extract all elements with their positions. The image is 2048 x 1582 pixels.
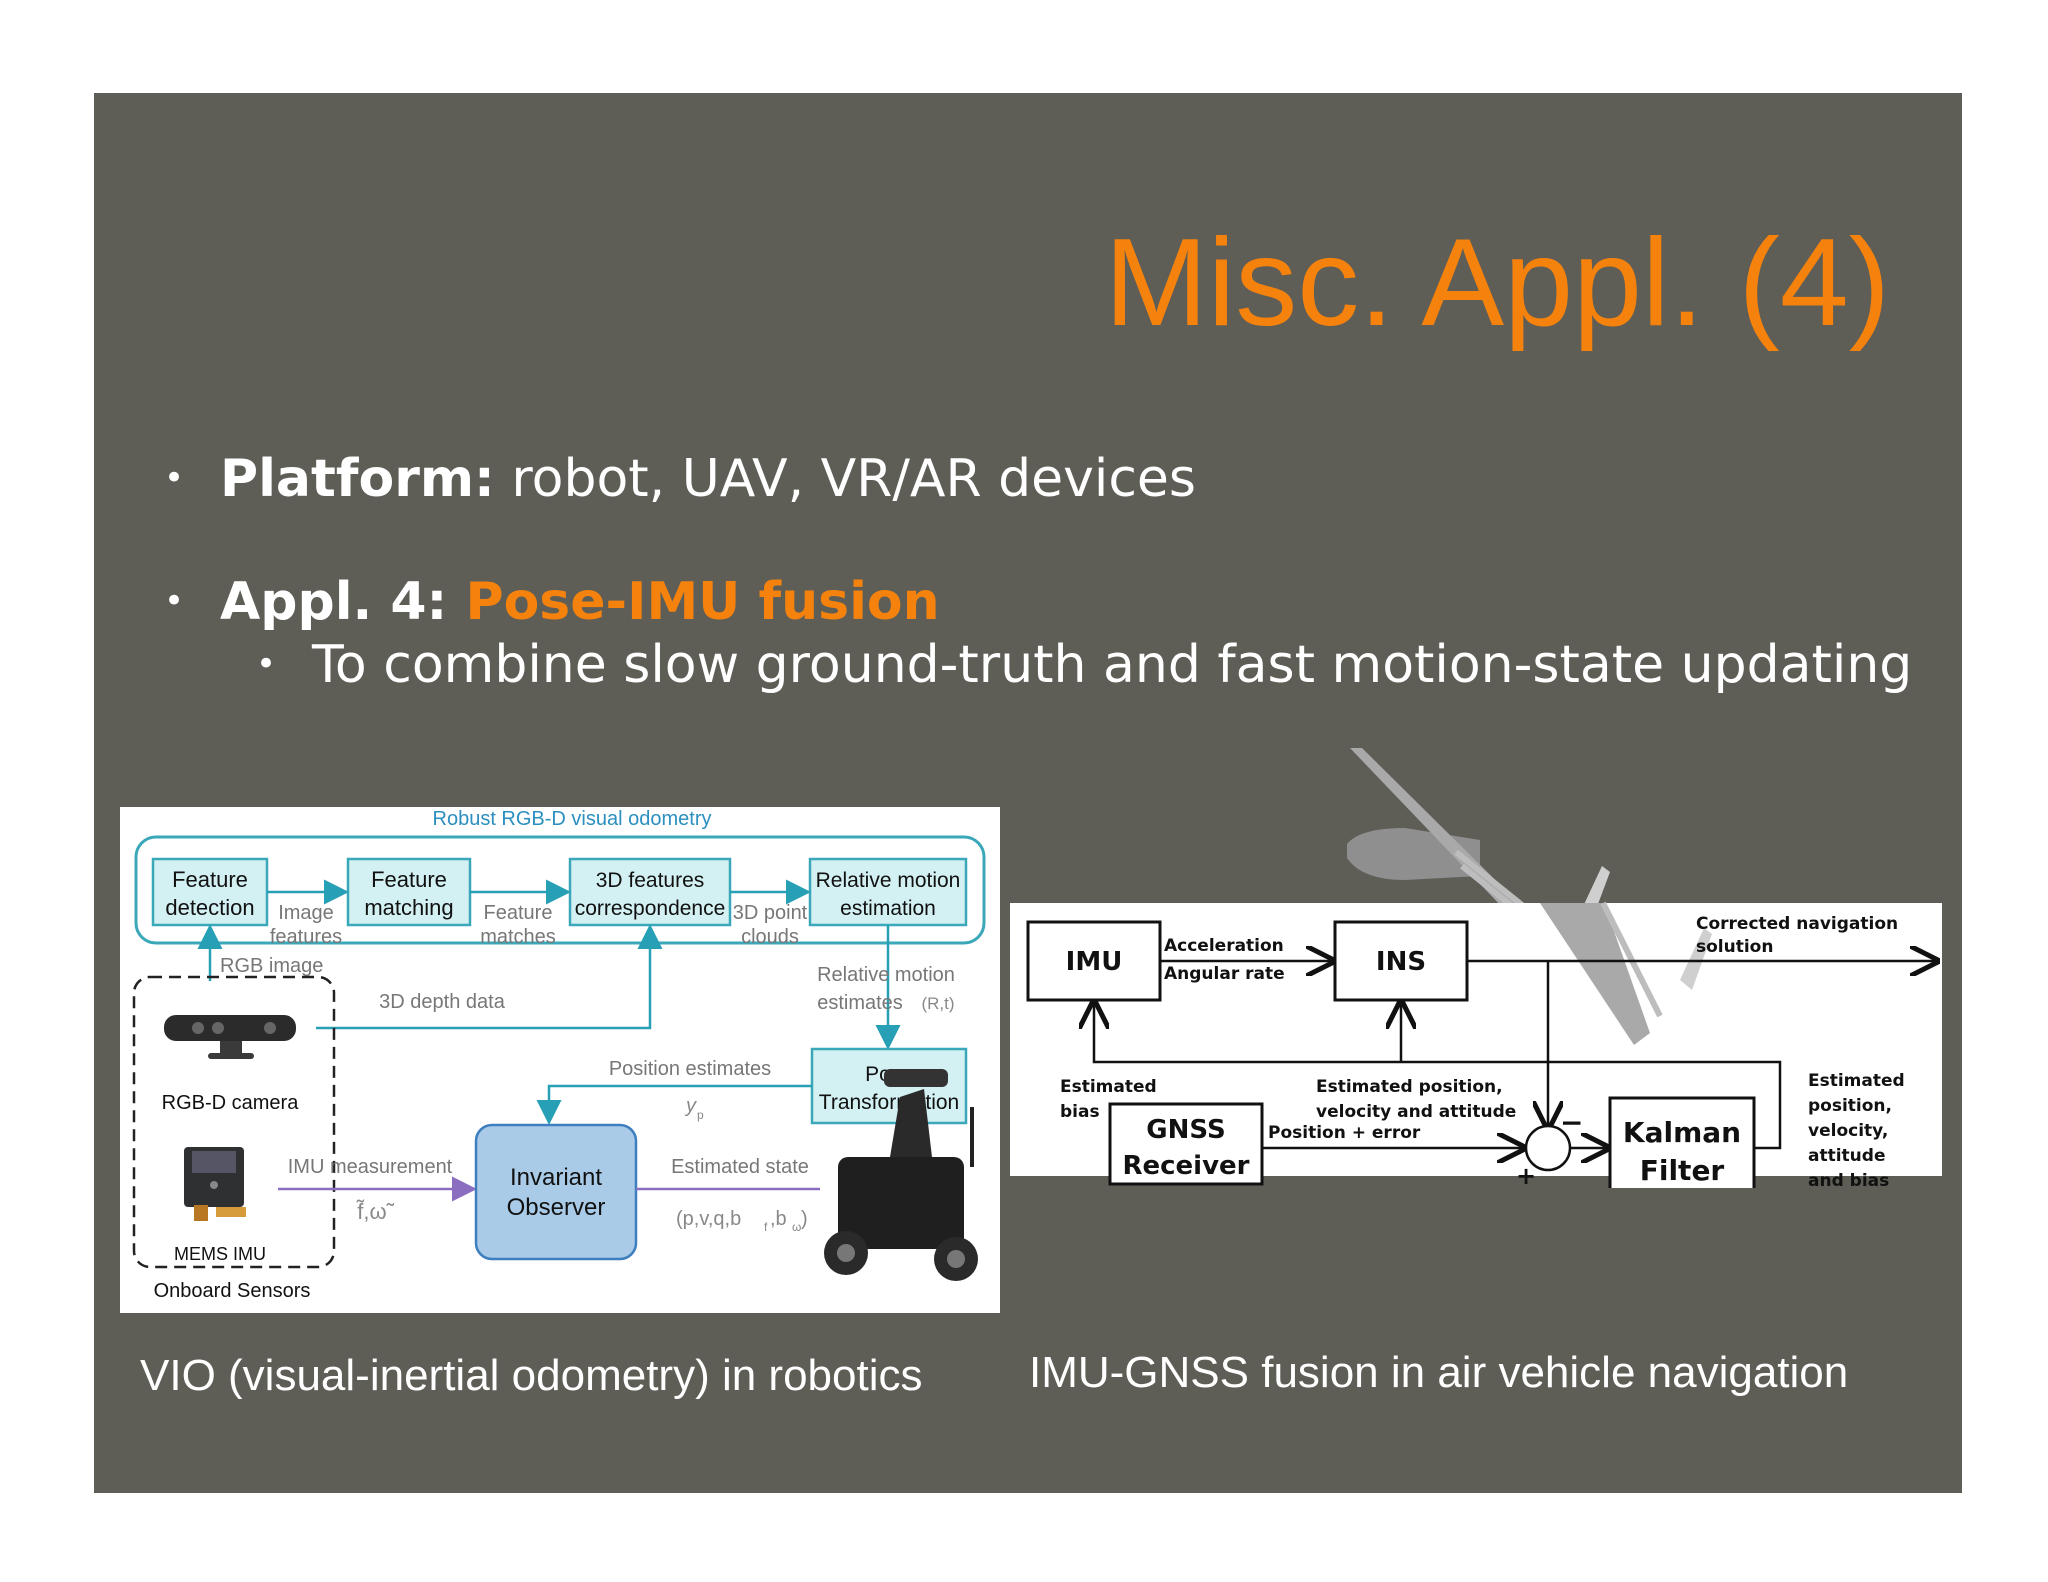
svg-text:,b: ,b: [770, 1208, 787, 1230]
caption-imu-gnss: IMU-GNSS fusion in air vehicle navigatio…: [1029, 1348, 1849, 1397]
label-imu-measurement: IMU measurement: [288, 1156, 453, 1178]
svg-text:GNSS: GNSS: [1146, 1115, 1225, 1145]
svg-text:matching: matching: [364, 895, 453, 920]
bullet-dot: •: [164, 458, 185, 498]
svg-text:3D features: 3D features: [596, 869, 705, 892]
robot-icon: [824, 1069, 978, 1281]
label-position-estimates: Position estimates: [609, 1058, 771, 1080]
svg-text:Kalman: Kalman: [1623, 1116, 1741, 1149]
rgbd-camera-icon: [164, 1015, 296, 1059]
svg-text:position,: position,: [1808, 1096, 1892, 1116]
label-position-error: Position + error: [1268, 1123, 1421, 1143]
box-imu: IMU: [1026, 920, 1162, 1002]
svg-text:estimation: estimation: [840, 897, 936, 920]
svg-text:Feature: Feature: [172, 867, 248, 892]
svg-text:Feature: Feature: [484, 902, 553, 924]
svg-text:and bias: and bias: [1808, 1171, 1889, 1188]
svg-text:matches: matches: [480, 926, 556, 948]
svg-text:features: features: [270, 926, 342, 948]
label-minus: −: [1560, 1106, 1583, 1139]
svg-text:correspondence: correspondence: [575, 897, 726, 920]
onboard-sensors-frame: [132, 975, 336, 1269]
gnss-diagram: IMU INS GNSS Receiver Kalman Filter Acce…: [1010, 748, 1942, 1188]
bullet-bold-label: Appl. 4:: [220, 572, 466, 632]
svg-text:velocity,: velocity,: [1808, 1121, 1888, 1141]
label-estimated-bias-1: Estimated: [1060, 1077, 1157, 1097]
label-estimated-bias-2: bias: [1060, 1102, 1100, 1122]
label-relative-motion-2: estimates: [817, 992, 903, 1014]
svg-text:ω: ω: [792, 1220, 801, 1234]
arrow-feedback-bias: [1094, 1004, 1782, 1150]
top-arrow-labels: Image features Feature matches 3D point …: [270, 902, 808, 948]
label-rgb-image: RGB image: [220, 955, 323, 977]
label-acceleration: Acceleration: [1164, 936, 1284, 956]
box-relative-motion: Relative motion estimation: [808, 857, 968, 927]
bullet-bold-label: Platform:: [220, 449, 495, 509]
svg-text:INS: INS: [1376, 947, 1426, 977]
label-estimated-state-right: Estimated position, velocity, attitude a…: [1808, 1071, 1905, 1188]
label-rgbd-camera: RGB-D camera: [162, 1092, 300, 1114]
box-feature-matching: Feature matching: [346, 857, 472, 927]
mems-imu-icon: [184, 1147, 246, 1221]
svg-text:Filter: Filter: [1640, 1154, 1725, 1187]
arrow-position-estimates: [536, 1084, 812, 1125]
slide-title: Misc. Appl. (4): [1104, 214, 1890, 352]
label-state-vector: (p,v,q,b f ,b ω ): [676, 1208, 808, 1234]
label-est-pos-2: velocity and attitude: [1316, 1102, 1516, 1122]
vio-group-frame: [134, 835, 986, 945]
bullet-text: robot, UAV, VR/AR devices: [494, 449, 1196, 509]
svg-text:detection: detection: [165, 895, 254, 920]
bullet-highlight: Pose-IMU fusion: [465, 572, 940, 632]
uav-aircraft-overlap: [1540, 901, 1712, 1045]
label-corrected-1: Corrected navigation: [1696, 914, 1898, 934]
label-rt: (R,t): [921, 994, 954, 1013]
svg-text:Estimated: Estimated: [1808, 1071, 1905, 1091]
bullet-dot: •: [164, 581, 185, 621]
svg-text:clouds: clouds: [741, 926, 799, 948]
svg-text:(p,v,q,b: (p,v,q,b: [676, 1208, 741, 1230]
box-gnss-receiver: GNSS Receiver: [1108, 1102, 1264, 1186]
svg-text:attitude: attitude: [1808, 1146, 1885, 1166]
vio-header: Robust RGB-D visual odometry: [433, 808, 712, 830]
svg-text:IMU: IMU: [1066, 947, 1123, 977]
label-estimated-state: Estimated state: [671, 1156, 809, 1178]
svg-text:Observer: Observer: [507, 1194, 606, 1221]
label-angular-rate: Angular rate: [1164, 964, 1285, 984]
label-corrected-2: solution: [1696, 937, 1773, 957]
svg-text:Transformation: Transformation: [819, 1091, 959, 1114]
svg-text:3D point: 3D point: [733, 902, 808, 924]
svg-text:Invariant: Invariant: [510, 1164, 602, 1191]
svg-text:f: f: [764, 1220, 768, 1234]
label-depth-data: 3D depth data: [379, 991, 506, 1013]
label-est-pos-1: Estimated position,: [1316, 1077, 1503, 1097]
box-invariant-observer: Invariant Observer: [474, 1123, 638, 1261]
sub-bullet-text: To combine slow ground-truth and fast mo…: [312, 635, 1913, 695]
svg-text:Feature: Feature: [371, 867, 447, 892]
vio-diagram: Robust RGB-D visual odometry Feature det…: [120, 807, 1000, 1313]
svg-text:Receiver: Receiver: [1122, 1151, 1249, 1181]
box-kalman-filter: Kalman Filter: [1608, 1096, 1756, 1188]
label-yp-sub: p: [697, 1108, 704, 1122]
box-ins: INS: [1333, 920, 1469, 1002]
box-feature-detection: Feature detection: [151, 857, 269, 927]
caption-vio: VIO (visual-inertial odometry) in roboti…: [140, 1351, 923, 1400]
svg-text:): ): [801, 1208, 808, 1230]
bullet-dot: •: [256, 644, 277, 684]
box-3d-correspondence: 3D features correspondence: [568, 857, 732, 927]
label-plus: +: [1516, 1162, 1536, 1188]
arrow-depth-data: [316, 924, 663, 1030]
svg-text:Relative motion: Relative motion: [816, 869, 961, 892]
label-relative-motion-1: Relative motion: [817, 964, 955, 986]
label-onboard-sensors: Onboard Sensors: [154, 1280, 311, 1302]
label-mems-imu: MEMS IMU: [174, 1244, 266, 1264]
slide: Misc. Appl. (4) • Platform: robot, UAV, …: [94, 93, 1962, 1493]
label-yp: y: [684, 1095, 697, 1117]
svg-text:Image: Image: [278, 902, 334, 924]
